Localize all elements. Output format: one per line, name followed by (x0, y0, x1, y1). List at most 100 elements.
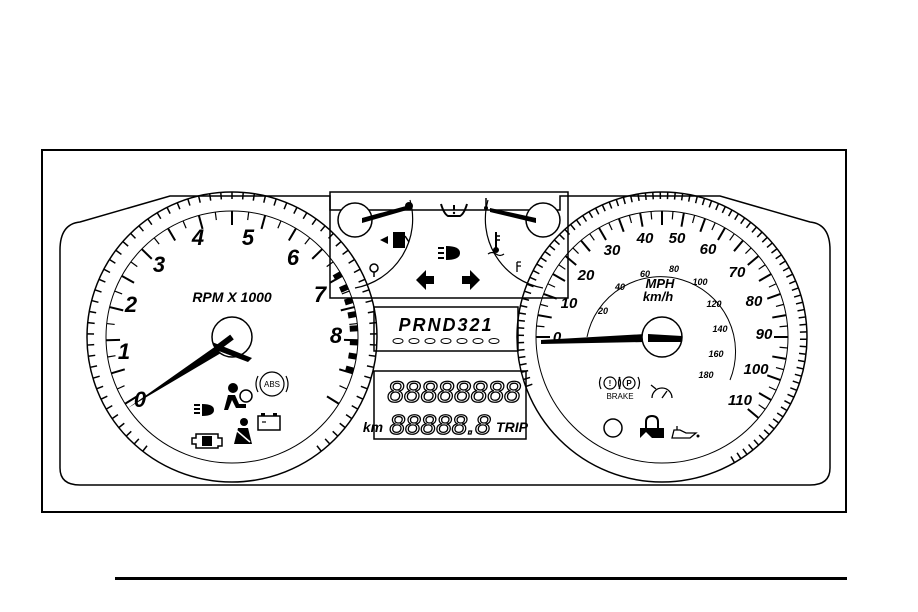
tach-tick-notch (362, 290, 369, 292)
speed-tick-notch (776, 255, 782, 259)
tach-number-2: 2 (124, 292, 138, 317)
speed-tick (629, 215, 631, 223)
tach-tick-notch (329, 233, 334, 238)
tach-tick-notch (88, 355, 95, 356)
speed-tick-notch (743, 449, 747, 455)
tach-tick (215, 212, 216, 220)
tach-tick-notch (253, 194, 254, 201)
headlamp-icon (194, 404, 214, 416)
tach-tick (110, 307, 124, 310)
speed-tick-notch (735, 214, 739, 220)
speed-tick-notch (731, 457, 735, 463)
tach-redline-bar (348, 314, 356, 315)
speed-tick (776, 304, 784, 306)
tach-tick (154, 238, 159, 244)
tach-tick (261, 215, 265, 229)
tach-tick-notch (333, 431, 338, 436)
tach-tick-notch (221, 192, 222, 199)
speed-tick (559, 265, 566, 270)
speed-tick (780, 326, 788, 327)
tach-tick-notch (264, 196, 266, 203)
tach-number-6: 6 (287, 245, 300, 270)
speed-tick (651, 211, 652, 219)
speed-tick-notch (781, 407, 787, 411)
tach-tick-notch (354, 269, 360, 272)
speed-tick-notch (737, 453, 741, 459)
tach-redline-bar (340, 287, 347, 290)
speed-tick-notch (749, 444, 753, 449)
speed-tick-notch (762, 237, 767, 242)
mph-number-70: 70 (729, 264, 746, 281)
airbag-icon (224, 383, 252, 410)
tach-tick-notch (369, 355, 376, 356)
speed-tick (712, 223, 715, 230)
speed-tick (767, 294, 780, 299)
speed-tick (536, 326, 544, 327)
speed-tick (759, 265, 766, 270)
tach-tick-notch (364, 376, 371, 378)
speed-tick (769, 387, 776, 390)
tach-tick (131, 262, 137, 267)
tach-tick-notch (88, 323, 95, 324)
coolant-temp-icon (488, 232, 521, 272)
speed-tick-notch (799, 353, 806, 354)
tach-tick-notch (167, 207, 170, 213)
speed-tick (640, 213, 642, 227)
speed-tick (693, 215, 695, 223)
speed-tick-notch (602, 205, 605, 211)
speed-tick-notch (799, 317, 806, 318)
oil-pressure-icon (672, 426, 700, 438)
tach-number-8: 8 (330, 323, 343, 348)
brake-label: BRAKE (606, 392, 633, 401)
speed-tick (609, 223, 612, 230)
speed-tick-notch (729, 210, 732, 216)
tach-tick-notch (89, 312, 96, 313)
high-beam-icon (438, 246, 460, 260)
speed-tick-notch (645, 193, 646, 200)
tach-tick-notch (106, 406, 112, 409)
speed-tick-notch (759, 435, 764, 440)
tach-tick (339, 386, 346, 389)
kmh-number-100: 100 (692, 277, 707, 287)
tach-tick-notch (126, 431, 131, 436)
speed-tick-notch (530, 277, 536, 280)
speed-tick (553, 274, 565, 281)
tach-tick-notch (210, 194, 211, 201)
tachometer: 0 1 2 3 4 5 6 7 8 RPM X 1000 (87, 192, 377, 482)
speed-tick-notch (794, 295, 801, 297)
speed-tick-notch (716, 203, 719, 209)
mph-number-80: 80 (746, 293, 763, 310)
tach-tick (183, 221, 186, 228)
battery-icon (258, 413, 280, 430)
speed-tick (599, 228, 606, 240)
speed-tick-notch (797, 367, 804, 369)
tach-tick-notch (369, 323, 376, 324)
tach-redline-bar (349, 355, 357, 356)
prndl-indicator-dots (393, 339, 499, 344)
speed-tick (772, 356, 786, 358)
speed-tick-notch (746, 222, 750, 228)
speed-tick (748, 256, 759, 265)
speed-tick (767, 375, 780, 380)
tach-tick-notch (199, 196, 201, 203)
speed-tick-notch (709, 201, 711, 208)
speed-tick-notch (771, 249, 777, 253)
tach-tick-notch (93, 376, 100, 378)
tach-tick-notch (361, 386, 368, 389)
speed-tick (745, 248, 751, 254)
tach-tick (115, 291, 122, 294)
seatbelt-icon (234, 418, 252, 444)
tach-tick (111, 369, 124, 373)
speed-tick-notch (764, 430, 769, 435)
abs-icon: ABS (256, 372, 288, 396)
speed-tick (730, 234, 735, 241)
tach-tick (168, 228, 175, 240)
brake-warning-icon: ! P BRAKE (600, 377, 640, 401)
speed-tick-notch (520, 364, 527, 365)
tach-tick (117, 386, 124, 389)
tach-tick-notch (123, 242, 128, 247)
tach-tick-notch (134, 439, 139, 444)
tach-tick-notch (131, 233, 136, 238)
security-lock-icon (640, 416, 664, 438)
